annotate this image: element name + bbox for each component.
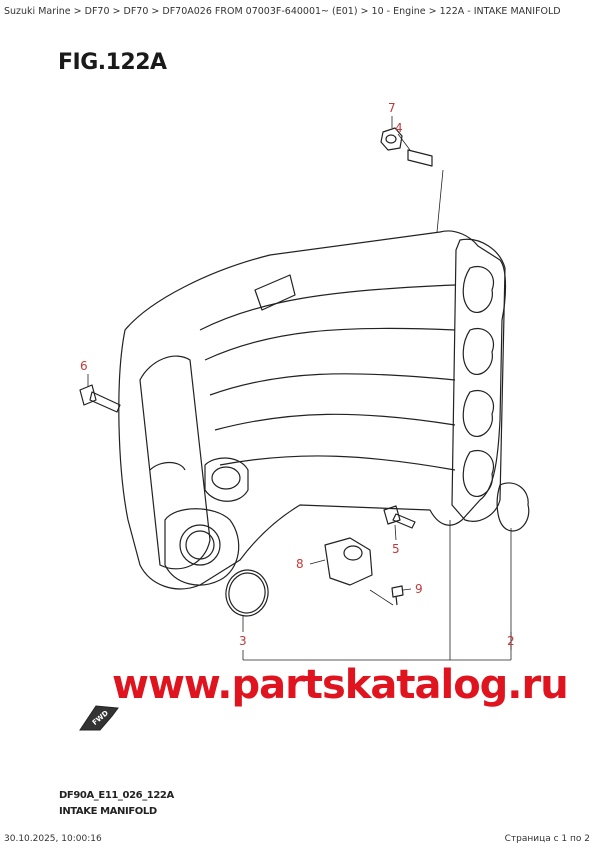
sensor-8 [324, 537, 373, 586]
callout-8[interactable]: 8 [296, 557, 304, 571]
callout-3[interactable]: 3 [239, 634, 247, 648]
bolt-5 [383, 505, 416, 529]
page-indicator: Страница с 1 по 2 [504, 834, 590, 844]
print-timestamp: 30.10.2025, 10:00:16 [4, 834, 102, 844]
callout-5[interactable]: 5 [392, 542, 400, 556]
watermark: www.partskatalog.ru [112, 662, 568, 708]
callout-4[interactable]: 4 [395, 121, 403, 135]
figure-title: FIG.122A [58, 50, 167, 75]
callout-7[interactable]: 7 [388, 101, 396, 115]
stud-bolt-4 [407, 149, 433, 167]
callout-9[interactable]: 9 [415, 582, 423, 596]
gasket-2 [496, 482, 530, 532]
diagram-code: DF90A_E11_026_122A [59, 790, 174, 801]
intake-manifold-body [118, 230, 507, 590]
callout-2[interactable]: 2 [507, 634, 515, 648]
fwd-arrow-icon: FWD [79, 705, 119, 731]
nut-7 [380, 127, 403, 151]
throttle-body-flange [164, 508, 240, 586]
bolt-6 [79, 384, 121, 413]
diagram-name: INTAKE MANIFOLD [59, 806, 157, 817]
manifold-flange [451, 238, 506, 522]
breadcrumb: Suzuki Marine > DF70 > DF70 > DF70A026 F… [4, 6, 561, 17]
o-ring-3 [225, 569, 269, 617]
callout-6[interactable]: 6 [80, 359, 88, 373]
screw-9 [391, 585, 404, 606]
